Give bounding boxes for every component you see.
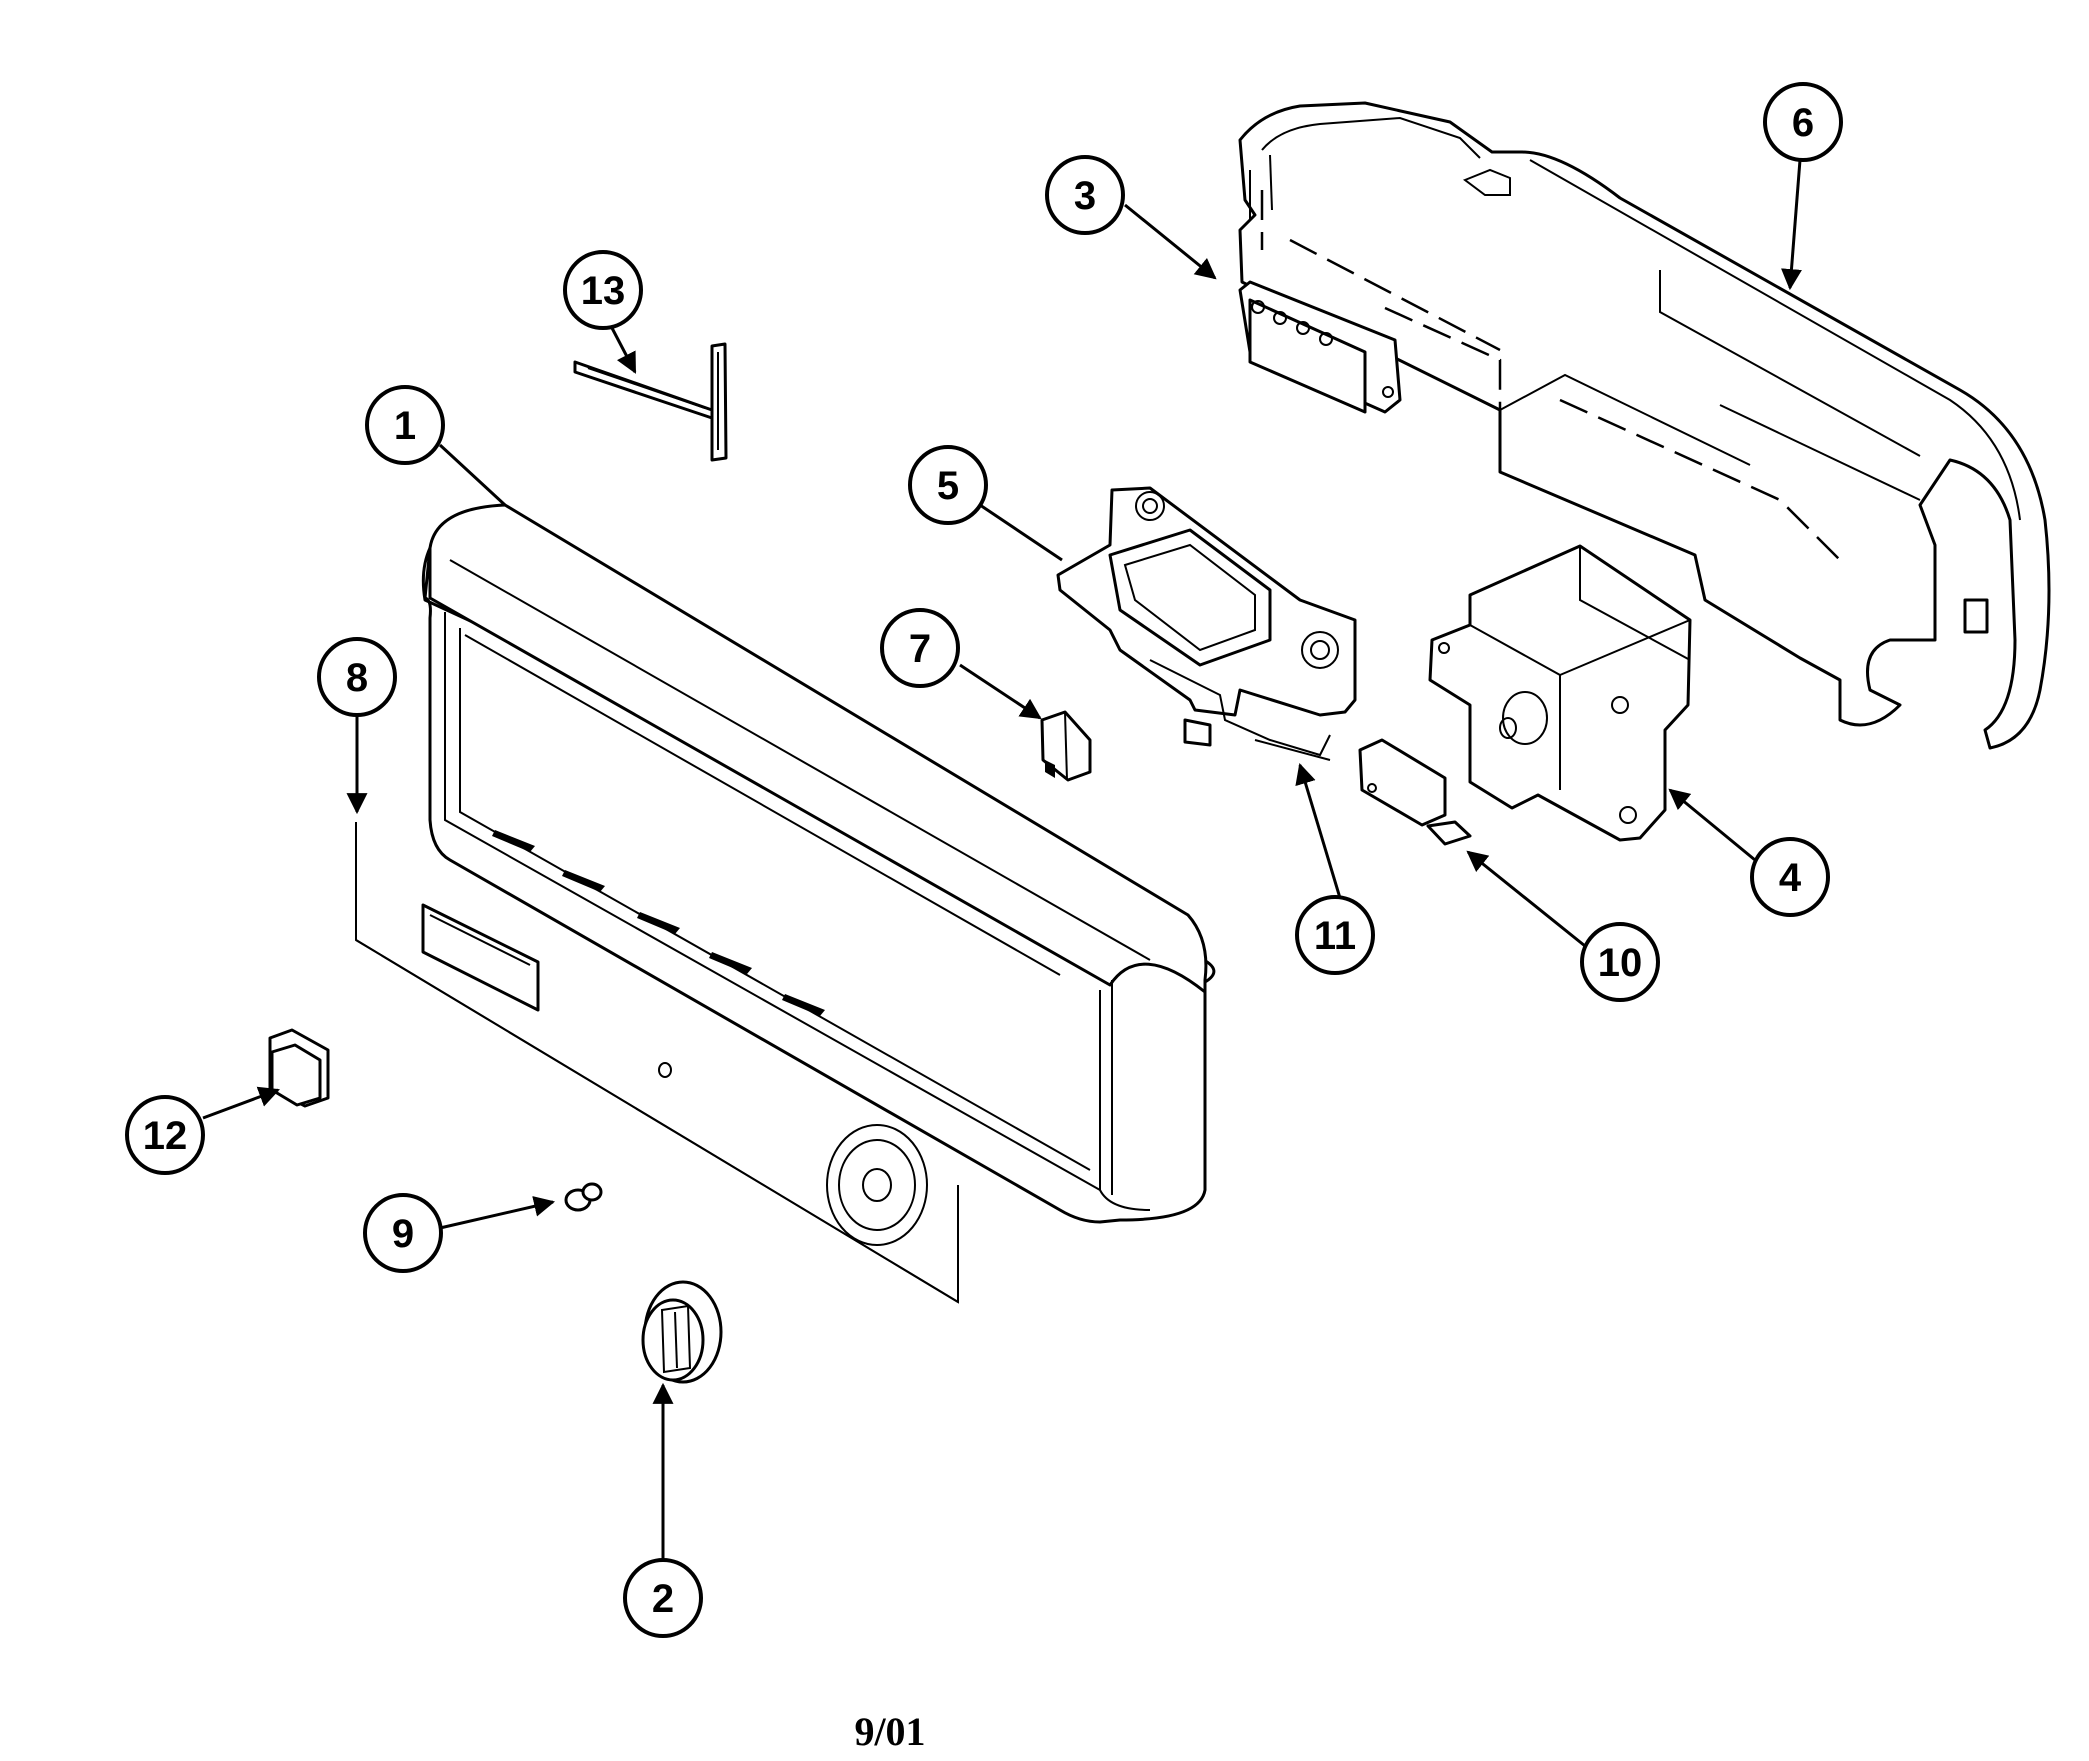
- part-5-latch: [1056, 486, 1357, 761]
- callout-12: 12: [125, 1095, 205, 1175]
- callout-4: 4: [1750, 837, 1830, 917]
- callout-label-2: 2: [652, 1577, 674, 1621]
- part-8-overlay: [355, 822, 959, 1304]
- callout-label-11: 11: [1314, 914, 1356, 958]
- leader-13: [610, 327, 637, 374]
- leader-6: [1781, 159, 1802, 291]
- callout-label-4: 4: [1779, 856, 1802, 900]
- callout-label-6: 6: [1792, 101, 1814, 145]
- callout-leaders: [202, 159, 1802, 1598]
- callout-label-1: 1: [394, 404, 416, 448]
- callout-13: 13: [563, 250, 643, 330]
- leader-3: [1124, 203, 1217, 280]
- callout-label-12: 12: [143, 1114, 188, 1158]
- part-7-button: [1040, 710, 1092, 782]
- callout-label-8: 8: [346, 656, 368, 700]
- callout-11: 11: [1295, 895, 1375, 975]
- callouts: 1 2 3 4 5 6 7 8: [125, 82, 1843, 1638]
- leader-5: [979, 503, 1063, 562]
- callout-1: 1: [365, 385, 445, 465]
- leader-1: [438, 443, 507, 507]
- callout-9: 9: [363, 1193, 443, 1273]
- callout-label-13: 13: [581, 269, 626, 313]
- callout-5: 5: [908, 445, 988, 525]
- callout-8: 8: [317, 637, 397, 717]
- leader-4: [1668, 788, 1756, 862]
- callout-10: 10: [1580, 922, 1660, 1002]
- callout-2: 2: [623, 1558, 703, 1638]
- callout-3: 3: [1045, 155, 1125, 235]
- part-6-rear-housing: [1238, 101, 2051, 750]
- part-13-gasket: [573, 342, 728, 462]
- leader-10: [1466, 850, 1591, 952]
- callout-label-10: 10: [1598, 941, 1643, 985]
- callout-label-7: 7: [909, 627, 931, 671]
- leader-7: [959, 663, 1042, 720]
- callout-label-5: 5: [937, 464, 959, 508]
- callout-6: 6: [1763, 82, 1843, 162]
- leader-12: [202, 1086, 280, 1120]
- leader-11: [1295, 762, 1342, 899]
- part-4-timer: [1428, 544, 1692, 842]
- callout-label-9: 9: [392, 1212, 414, 1256]
- part-1-console-panel: [421, 503, 1216, 1224]
- part-12-push-button: [268, 1028, 330, 1108]
- callout-label-3: 3: [1074, 174, 1096, 218]
- callout-7: 7: [880, 608, 960, 688]
- leader-9: [439, 1196, 556, 1230]
- revision-date: 9/01: [854, 1709, 925, 1754]
- part-2-knob: [641, 1280, 723, 1384]
- part-9-clip: [564, 1182, 603, 1212]
- part-3-terminal-block: [1238, 280, 1402, 414]
- part-10-switch: [1358, 738, 1472, 846]
